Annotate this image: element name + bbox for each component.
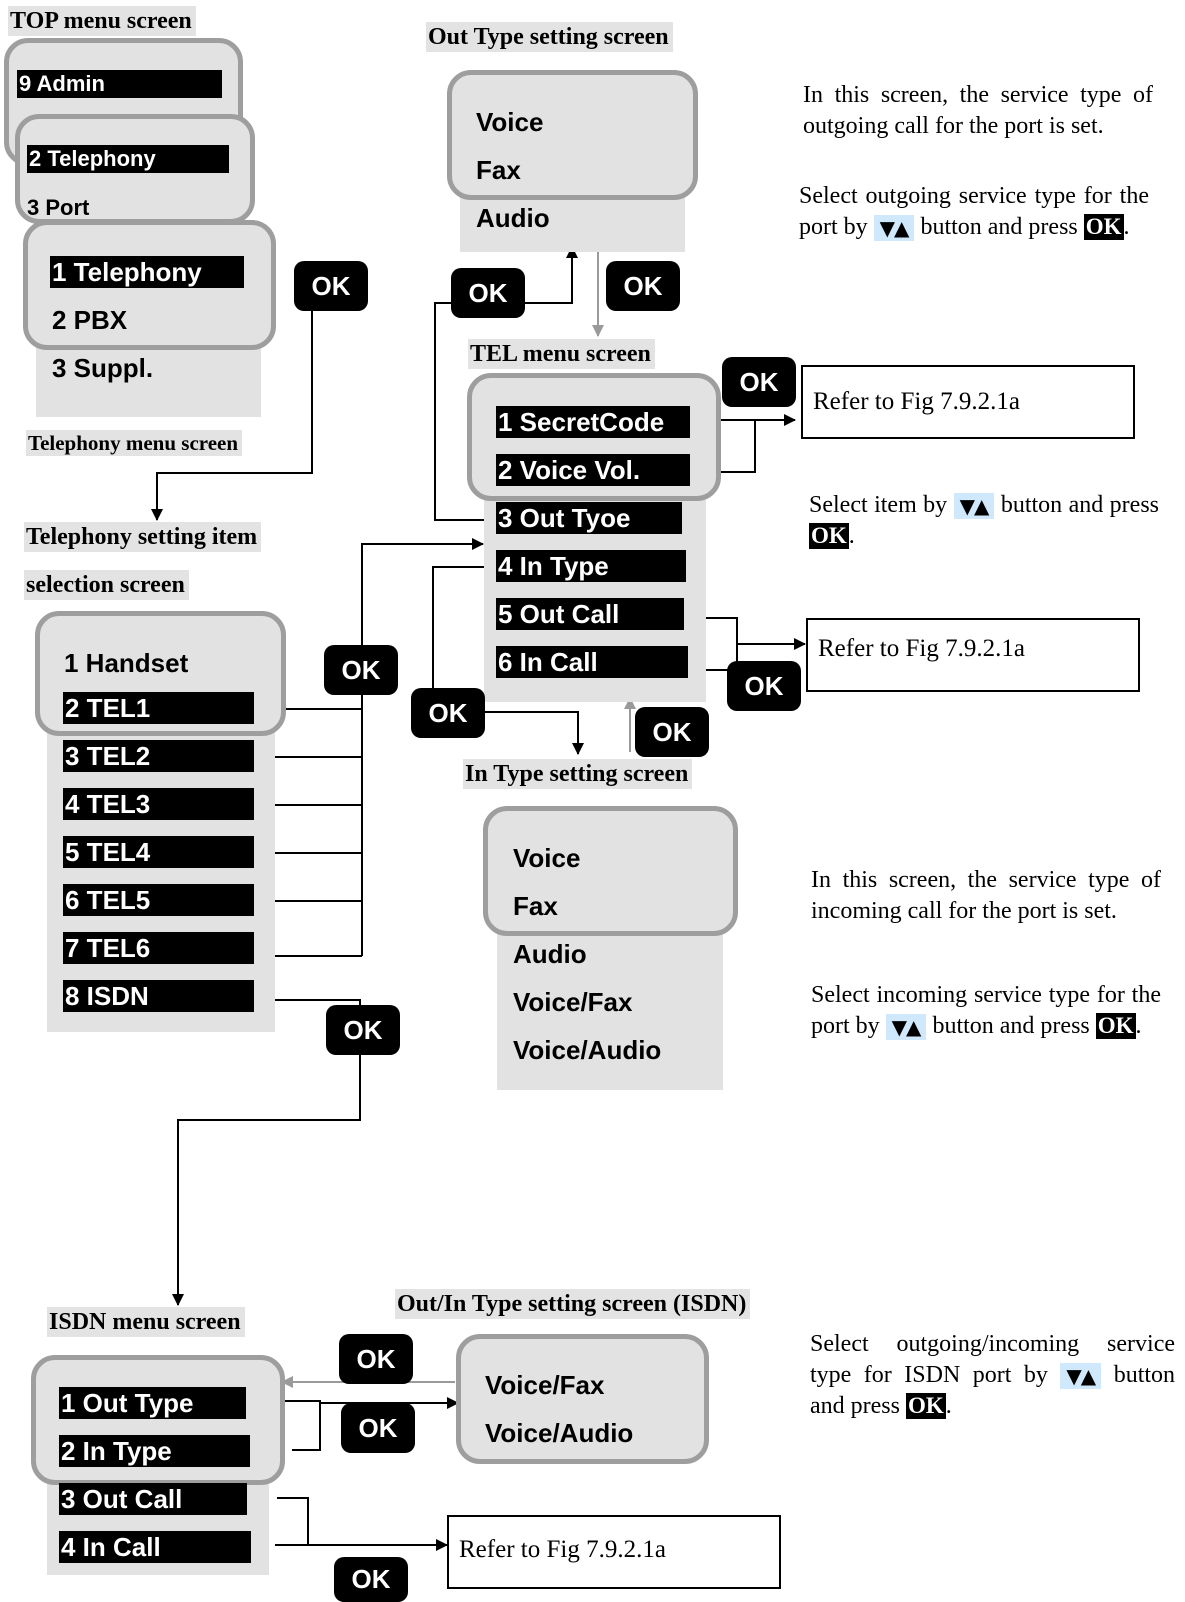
up-down-arrows-icon: ▼▲ (885, 1014, 927, 1041)
telephony-item-telephony[interactable]: 1 Telephony (50, 256, 244, 288)
up-down-arrows-icon: ▼▲ (1060, 1363, 1102, 1390)
tel-item-secretcode[interactable]: 1 SecretCode (496, 406, 690, 438)
isdn-item-in-call[interactable]: 4 In Call (59, 1531, 251, 1563)
outtype-description: In this screen, the service type of outg… (803, 82, 1153, 139)
ok-button-intype-enter[interactable]: OK (411, 688, 485, 738)
ok-button-outtype-enter[interactable]: OK (606, 261, 680, 311)
setting-item-isdn[interactable]: 8 ISDN (63, 980, 254, 1012)
isdn-type-item-voice-audio[interactable]: Voice/Audio (485, 1418, 634, 1448)
telephony-menu-title: Telephony menu screen (26, 430, 243, 456)
isdn-type-item-voice-fax[interactable]: Voice/Fax (485, 1370, 605, 1400)
intype-item-voice[interactable]: Voice (513, 843, 581, 873)
setting-item-tel4[interactable]: 5 TEL4 (63, 836, 254, 868)
isdn-item-out-type[interactable]: 1 Out Type (59, 1387, 246, 1419)
isdn-menu-title: ISDN menu screen (47, 1307, 245, 1337)
tel-item-voice-vol[interactable]: 2 Voice Vol. (496, 454, 690, 486)
intype-item-voice-audio[interactable]: Voice/Audio (513, 1035, 662, 1065)
outtype-menu-frame (447, 70, 698, 200)
up-down-arrows-icon: ▼▲ (873, 215, 915, 242)
outtype-screen-title: Out Type setting screen (426, 22, 673, 52)
ok-button-telephony[interactable]: OK (294, 261, 368, 311)
tel-item-in-type[interactable]: 4 In Type (496, 550, 686, 582)
intype-item-fax[interactable]: Fax (513, 891, 558, 921)
setting-item-tel2[interactable]: 3 TEL2 (63, 740, 254, 772)
tel-instruction: Select item by ▼▲ button and press OK. (809, 492, 1159, 549)
intype-menu-frame (483, 806, 738, 936)
tel-item-in-call[interactable]: 6 In Call (496, 646, 688, 678)
ok-button-tel-select[interactable]: OK (324, 645, 398, 695)
intype-instruction: Select incoming service type for the por… (811, 982, 1161, 1041)
setting-item-tel1[interactable]: 2 TEL1 (63, 692, 254, 724)
isdn-type-screen-title: Out/In Type setting screen (ISDN) (395, 1289, 751, 1319)
intype-screen-title: In Type setting screen (463, 759, 693, 789)
ok-key-icon: OK (1083, 214, 1124, 240)
tel-menu-title: TEL menu screen (468, 339, 655, 369)
ok-button-secretcode[interactable]: OK (722, 357, 796, 407)
tel-item-out-type[interactable]: 3 Out Tyoe (496, 502, 682, 534)
ok-key-icon: OK (905, 1393, 946, 1419)
setting-item-tel6[interactable]: 7 TEL6 (63, 932, 254, 964)
intype-item-voice-fax[interactable]: Voice/Fax (513, 987, 633, 1017)
outtype-item-audio[interactable]: Audio (476, 203, 550, 233)
top-menu-title: TOP menu screen (8, 6, 196, 36)
ok-button-isdn-call[interactable]: OK (334, 1557, 408, 1602)
top-menu-item-telephony[interactable]: 2 Telephony (27, 145, 229, 173)
ok-button-isdn-select[interactable]: OK (326, 1005, 400, 1055)
ok-button-isdn-back[interactable]: OK (339, 1334, 413, 1384)
top-menu-item-port[interactable]: 3 Port (27, 195, 90, 220)
refer-box-call: Refer to Fig 7.9.2.1a (806, 618, 1140, 692)
isdn-instruction: Select outgoing/incoming service type fo… (810, 1331, 1176, 1419)
refer-box-secretcode: Refer to Fig 7.9.2.1a (801, 365, 1135, 439)
setting-item-handset[interactable]: 1 Handset (64, 648, 189, 678)
setting-screen-title-2: selection screen (24, 570, 189, 600)
ok-key-icon: OK (809, 523, 849, 549)
isdn-item-out-call[interactable]: 3 Out Call (59, 1483, 247, 1515)
isdn-item-in-type[interactable]: 2 In Type (59, 1435, 250, 1467)
ok-button-outcall[interactable]: OK (727, 661, 801, 711)
outtype-item-fax[interactable]: Fax (476, 155, 521, 185)
top-menu-item-admin[interactable]: 9 Admin (17, 70, 222, 98)
intype-description: In this screen, the service type of inco… (811, 867, 1161, 924)
up-down-arrows-icon: ▼▲ (953, 493, 995, 520)
isdn-type-menu-frame (456, 1334, 709, 1464)
tel-item-out-call[interactable]: 5 Out Call (496, 598, 684, 630)
telephony-item-suppl[interactable]: 3 Suppl. (52, 353, 154, 383)
ok-key-icon: OK (1095, 1013, 1136, 1039)
telephony-item-pbx[interactable]: 2 PBX (52, 305, 128, 335)
setting-item-tel5[interactable]: 6 TEL5 (63, 884, 254, 916)
setting-item-tel3[interactable]: 4 TEL3 (63, 788, 254, 820)
setting-screen-title-1: Telephony setting item (24, 522, 262, 552)
refer-box-isdn: Refer to Fig 7.9.2.1a (447, 1515, 781, 1589)
intype-item-audio[interactable]: Audio (513, 939, 587, 969)
ok-button-outtype-back[interactable]: OK (451, 268, 525, 318)
outtype-item-voice[interactable]: Voice (476, 107, 544, 137)
ok-button-isdn-type[interactable]: OK (341, 1403, 415, 1453)
ok-button-intype-back[interactable]: OK (635, 707, 709, 757)
outtype-instruction: Select outgoing service type for the por… (799, 183, 1149, 242)
